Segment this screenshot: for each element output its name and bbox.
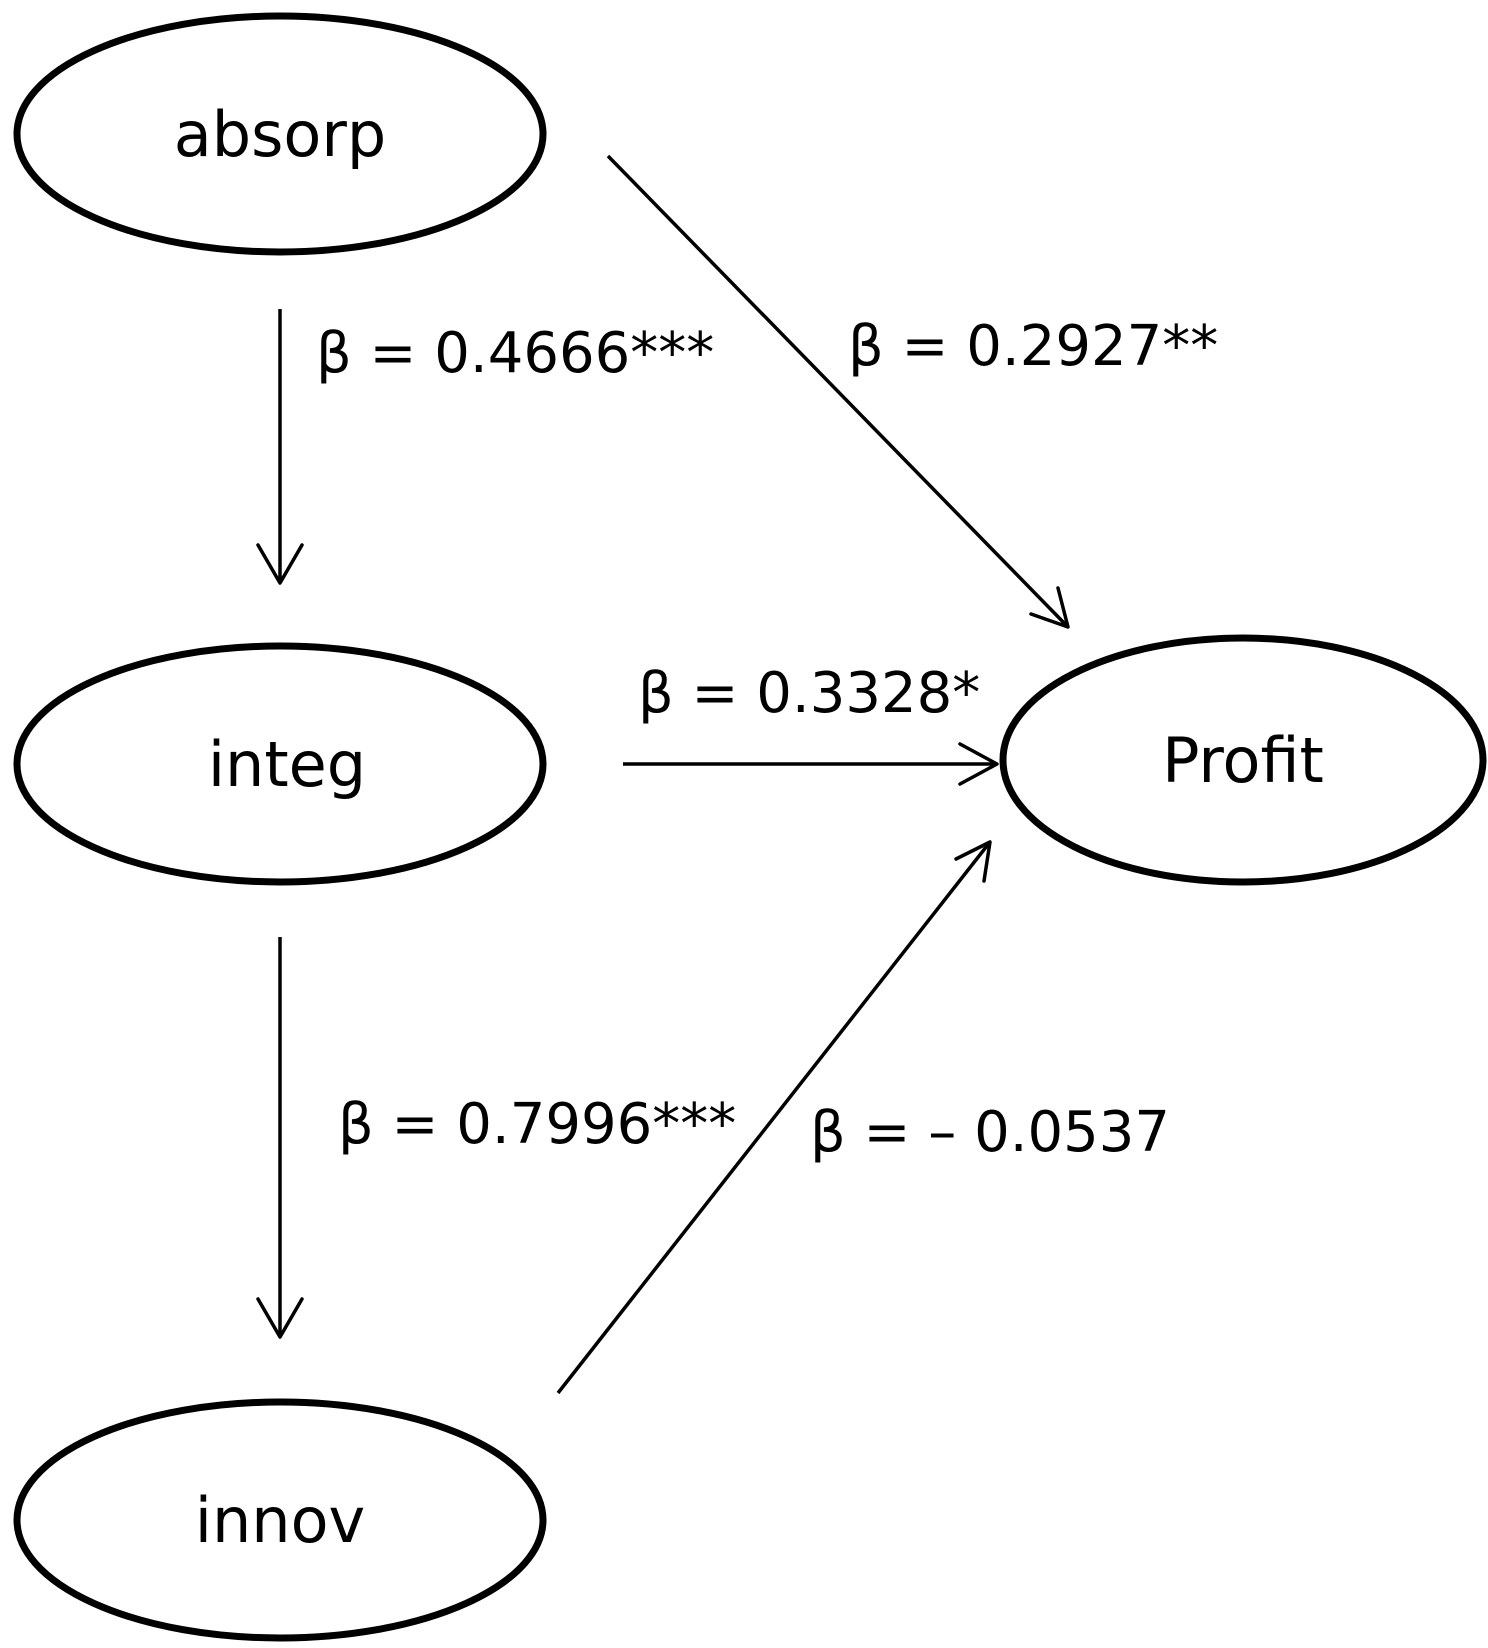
node-profit-ellipse	[999, 634, 1487, 886]
edge-innov-profit: β = – 0.0537	[556, 840, 1170, 1395]
edge-integ-profit-arrowhead	[958, 742, 999, 786]
node-innov-label: innov	[195, 1484, 365, 1557]
edge-innov-profit-arrowhead	[954, 840, 992, 883]
edge-innov-profit-line	[556, 840, 992, 1395]
edge-integ-innov-arrowhead	[256, 1297, 304, 1339]
edge-absorp-profit-arrowhead	[1029, 586, 1070, 629]
node-absorp-ellipse	[13, 12, 547, 256]
edge-integ-profit: β = 0.3328*	[623, 661, 999, 786]
edge-integ-innov: β = 0.7996***	[256, 937, 736, 1339]
edge-absorp-profit-label: β = 0.2927**	[848, 314, 1218, 379]
node-absorp-label: absorp	[174, 98, 386, 171]
node-integ-ellipse	[13, 642, 547, 886]
node-absorp: absorp	[13, 12, 547, 256]
edge-integ-innov-label: β = 0.7996***	[338, 1092, 736, 1157]
edge-absorp-profit: β = 0.2927**	[606, 154, 1218, 629]
edge-absorp-integ-label: β = 0.4666***	[316, 321, 714, 386]
node-innov: innov	[13, 1398, 547, 1642]
node-integ-label: integ	[208, 728, 366, 801]
edge-absorp-integ: β = 0.4666***	[256, 309, 714, 585]
edge-absorp-profit-line	[606, 154, 1070, 629]
edge-absorp-integ-arrowhead	[256, 543, 304, 585]
node-profit: Profit	[999, 634, 1487, 886]
node-profit-label: Profit	[1162, 724, 1324, 797]
node-integ: integ	[13, 642, 547, 886]
edge-integ-profit-label: β = 0.3328*	[638, 661, 980, 726]
edge-innov-profit-label: β = – 0.0537	[810, 1100, 1170, 1165]
node-innov-ellipse	[13, 1398, 547, 1642]
